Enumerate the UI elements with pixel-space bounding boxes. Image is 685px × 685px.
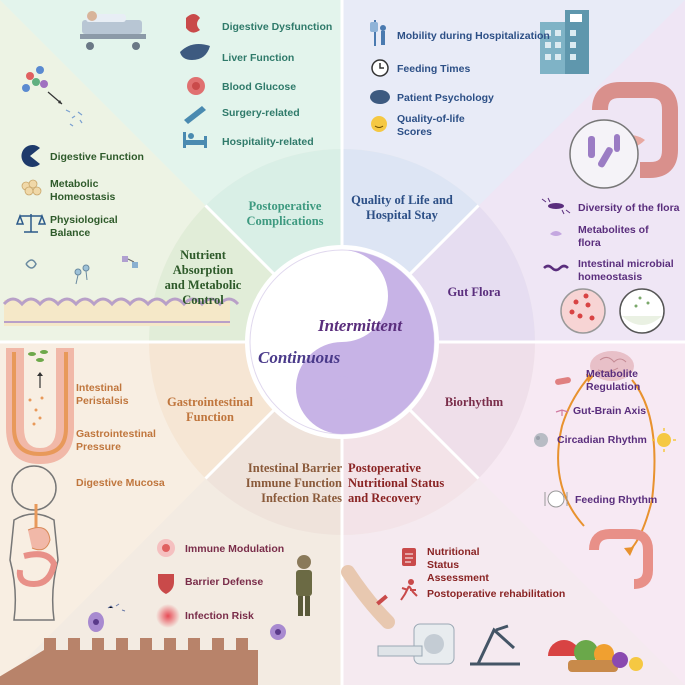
item-feeding-times: Feeding Times (397, 63, 471, 75)
item-digestive-dysfunction: Digestive Dysfunction (222, 21, 333, 33)
item-digestive-mucosa: Digestive Mucosa (76, 477, 165, 489)
human-digestive-system-icon (9, 465, 59, 621)
intestinal-villi-icon (2, 297, 240, 326)
pill-icon (555, 377, 571, 385)
item-circadian-rhythm: Circadian Rhythm (557, 434, 647, 446)
exercise-machine-icon (470, 624, 520, 666)
item-intestinal-peristalsis: Intestinal Peristalsis (76, 382, 129, 407)
food-icon (548, 640, 643, 672)
shield-icon (158, 574, 174, 594)
segment-postoperative-complications: Postoperative Complications (246, 199, 324, 228)
enzyme-icon (25, 259, 37, 269)
colon-cross-section-icon (6, 348, 74, 464)
segment-gut-flora: Gut Flora (447, 285, 501, 299)
immune-cell-right-icon (270, 624, 286, 640)
item-infection-risk: Infection Risk (185, 610, 254, 622)
item-postoperative-rehabilitation: Postoperative rehabilitation (427, 588, 566, 600)
smiley-icon (371, 116, 387, 132)
wave-microbe-icon (543, 264, 569, 272)
item-liver-function: Liver Function (222, 52, 295, 64)
segment-postoperative-nutritional: Postoperative Nutritional Status and Rec… (348, 461, 445, 505)
center-label-continuous: Continuous (258, 348, 341, 367)
item-digestive-function: Digestive Function (50, 151, 144, 163)
item-barrier-defense: Barrier Defense (185, 576, 264, 588)
center-label-intermittent: Intermittent (318, 316, 403, 335)
segment-gastrointestinal-function: Gastrointestinal Function (167, 395, 253, 424)
fat-cells-icon (21, 179, 42, 196)
bacterium-icon (541, 197, 571, 215)
item-immune-modulation: Immune Modulation (185, 543, 285, 555)
segment-biorhythm: Biorhythm (444, 395, 504, 409)
item-blood-glucose: Blood Glucose (222, 81, 297, 93)
protein-icon (122, 256, 138, 268)
item-patient-psychology: Patient Psychology (397, 92, 494, 104)
segment-nutrient-absorption: Nutrient Absorption and Metabolic Contro… (164, 248, 242, 307)
molecule-cluster-icon (22, 66, 83, 127)
brain-cycle-icon (590, 351, 634, 381)
item-gastrointestinal-pressure: Gastrointestinal Pressure (76, 428, 156, 453)
segment-intestinal-barrier: Intestinal Barrier Immune Function Infec… (245, 461, 342, 505)
liver-icon (180, 44, 210, 60)
item-metabolic-homeostasis: Metabolic Homeostasis (50, 178, 116, 203)
hospital-building-icon (540, 10, 589, 74)
pacman-icon (21, 144, 40, 167)
item-gut-brain-axis: Gut-Brain Axis (573, 405, 647, 417)
cell-icon (157, 539, 175, 557)
item-metabolite-regulation: Metabolite Regulation (586, 368, 641, 393)
item-nutritional-status-assessment: Nutritional Status Assessment (427, 546, 489, 584)
ct-scanner-icon (377, 623, 455, 665)
neuron-icon (555, 409, 569, 416)
flora-dish-red (560, 288, 606, 334)
iv-arm-icon (341, 565, 395, 629)
cycle-arrow-left (557, 377, 589, 527)
infection-glow-icon (156, 604, 180, 628)
flora-dish-green (619, 288, 665, 334)
hospital-bed-small-icon (183, 132, 207, 148)
item-physiological-balance: Physiological Balance (50, 214, 118, 239)
hospital-bed-icon (80, 11, 146, 50)
scalpel-icon (184, 106, 206, 124)
item-metabolites-flora: Metabolites of flora (578, 224, 649, 249)
moon-icon (534, 433, 548, 447)
plate-icon (544, 490, 568, 508)
intestine-icon (186, 14, 200, 33)
clipboard-icon (402, 548, 416, 566)
intestinal-barrier-wall (0, 638, 258, 685)
sun-icon (652, 428, 676, 452)
item-diversity-flora: Diversity of the flora (578, 202, 680, 214)
balance-scale-icon (15, 213, 47, 233)
item-quality-of-life-scores: Quality-of-life Scores (397, 113, 465, 138)
item-microbial-homeostasis: Intestinal microbial homeostasis (578, 258, 674, 283)
soldier-icon (296, 555, 312, 616)
segment-quality-of-life: Quality of Life and Hospital Stay (351, 193, 453, 222)
metabolite-icon (550, 231, 562, 236)
colon-cycle-icon (589, 529, 653, 589)
item-mobility: Mobility during Hospitalization (397, 30, 550, 42)
running-person-icon (400, 579, 418, 601)
yang-dot (330, 376, 354, 400)
iv-drip-icon (370, 20, 386, 46)
immune-cell-icon (88, 603, 126, 632)
yin-dot (330, 284, 354, 308)
lipid-icon (74, 264, 90, 285)
item-hospitality-related: Hospitality-related (222, 136, 314, 148)
brain-icon (370, 90, 390, 104)
item-surgery-related: Surgery-related (222, 107, 300, 119)
item-feeding-rhythm: Feeding Rhythm (575, 494, 658, 506)
